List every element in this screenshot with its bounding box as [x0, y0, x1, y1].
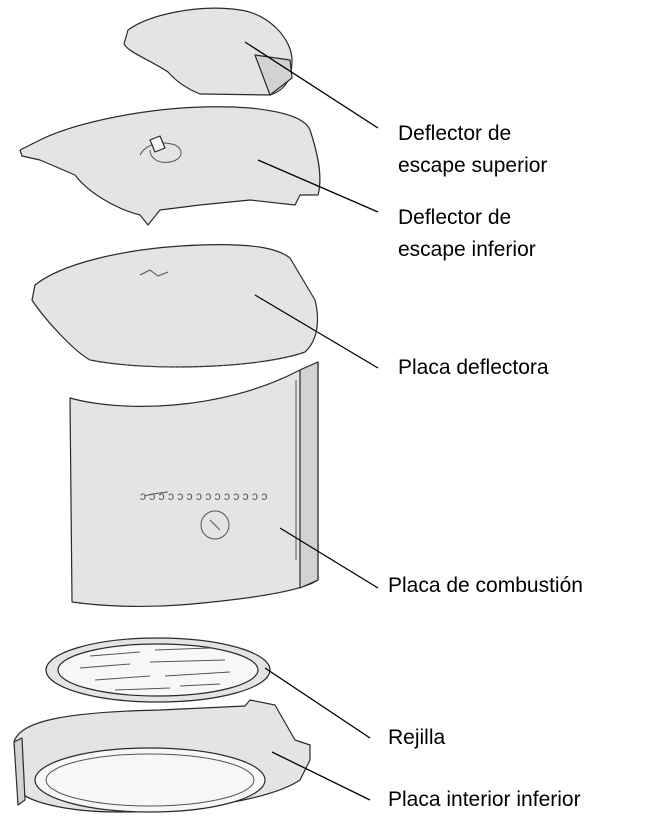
- label-deflector-plate: Placa deflectora: [398, 356, 549, 379]
- leader-deflector-plate: [254, 294, 379, 369]
- label-upper-exhaust-deflector: Deflector de escape superior: [398, 122, 548, 177]
- label-grate: Rejilla: [388, 726, 446, 749]
- lower-exhaust-deflector-part: [19, 106, 321, 226]
- label-lower-inner-plate: Placa interior inferior: [388, 788, 581, 811]
- leader-grate: [264, 667, 371, 739]
- label-combustion-plate: Placa de combustión: [388, 574, 583, 597]
- deflector-plate-part: [31, 244, 319, 368]
- upper-exhaust-deflector-part: [123, 7, 293, 96]
- svg-text:ɔ ɔ ɔ ɔ ɔ ɔ ɔ ɔ ɔ ɔ ɔ ɔ ɔ ɔ: ɔ ɔ ɔ ɔ ɔ ɔ ɔ ɔ ɔ ɔ ɔ ɔ ɔ ɔ: [140, 489, 267, 503]
- combustion-plate-part: ɔ ɔ ɔ ɔ ɔ ɔ ɔ ɔ ɔ ɔ ɔ ɔ ɔ ɔ: [69, 361, 319, 608]
- leader-lower-inner-plate: [271, 751, 371, 801]
- leader-upper-exhaust: [244, 41, 379, 129]
- leader-lower-exhaust: [257, 159, 379, 213]
- leader-combustion-plate: [279, 527, 379, 589]
- vent-holes: ɔ ɔ ɔ ɔ ɔ ɔ ɔ ɔ ɔ ɔ ɔ ɔ ɔ ɔ: [140, 489, 267, 503]
- label-lower-exhaust-deflector: Deflector de escape inferior: [398, 206, 536, 261]
- grate-part: [45, 637, 271, 703]
- lower-inner-plate-part: [13, 699, 311, 813]
